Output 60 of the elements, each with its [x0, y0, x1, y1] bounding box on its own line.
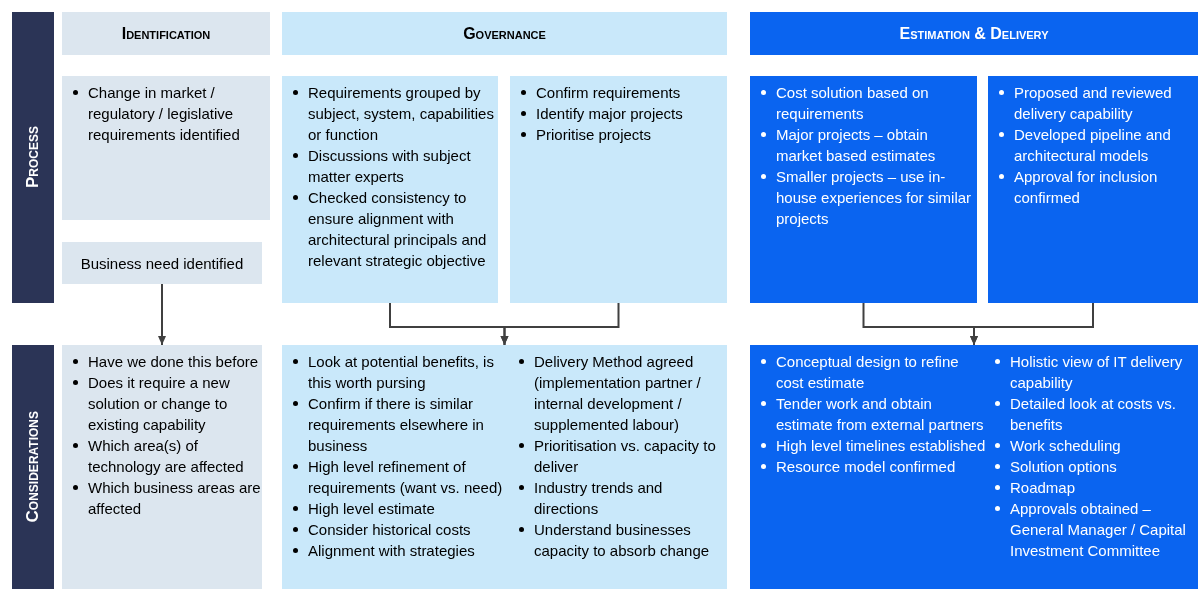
bullet-item: Prioritisation vs. capacity to deliver	[534, 437, 716, 475]
bullet-item: Delivery Method agreed (implementation partner / internal development / supplemented labour)	[534, 353, 701, 433]
bullet-item: Confirm if there is similar requirements elsewhere in business	[308, 395, 484, 454]
bullet-item: Look at potential benefits, is this worth pursing	[308, 353, 494, 391]
label-text: Business need identified	[80, 254, 244, 272]
bullet-list-box	[750, 345, 1198, 589]
bullet-list-box	[988, 76, 1198, 303]
bullet-item: Does it require a new solution or change to existing capability	[88, 374, 230, 433]
column-header	[62, 12, 270, 55]
text-box	[62, 242, 262, 284]
bullet-list-box	[510, 76, 727, 303]
column-title: Governance	[463, 24, 546, 43]
row-title: Process	[23, 126, 43, 189]
bullet-item: Have we done this before	[88, 353, 259, 370]
arrow	[500, 302, 620, 346]
column-header	[282, 12, 727, 55]
bullet-list-box	[282, 76, 498, 303]
bullet-item: Prioritise projects	[536, 126, 652, 143]
bullet-item: Cost solution based on requirements	[776, 84, 929, 122]
bullet-item: Resource model confirmed	[776, 458, 956, 475]
bullet-item: Which business areas are affected	[88, 479, 261, 517]
bullet-item: High level timelines established	[776, 437, 986, 454]
bullet-item: Discussions with subject matter experts	[308, 147, 471, 185]
bullet-item: Identify major projects	[536, 105, 683, 122]
bullet-item: Understand businesses capacity to absorb change	[534, 521, 710, 559]
bullet-item: Alignment with strategies	[308, 542, 475, 559]
bullet-item: Conceptual design to refine cost estimate	[776, 353, 959, 391]
bullet-item: Solution options	[1010, 458, 1117, 475]
bullet-item: Approvals obtained – General Manager / Capital Investment Committee	[1010, 500, 1186, 559]
bullet-item: Approval for inclusion confirmed	[1014, 168, 1158, 206]
bullet-item: Confirm requirements	[536, 84, 681, 101]
bullet-item: Which area(s) of technology are affected	[88, 437, 244, 475]
bullet-list-box	[62, 345, 262, 589]
bullet-item: Requirements grouped by subject, system, capabilities or function	[308, 84, 494, 143]
bullet-item: Developed pipeline and architectural models	[1014, 126, 1171, 164]
bullet-item: Work scheduling	[1010, 437, 1121, 454]
row-header-band	[12, 345, 54, 589]
bullet-item: Major projects – obtain market based estimates	[776, 126, 936, 164]
column-header	[750, 12, 1198, 55]
bullet-item: Holistic view of IT delivery capability	[1010, 353, 1183, 391]
bullet-item: High level refinement of requirements (want vs. need)	[308, 458, 503, 496]
bullet-list-box	[750, 76, 977, 303]
bullet-item: Smaller projects – use in-house experiences for similar projects	[776, 168, 972, 227]
bullet-item: Proposed and reviewed delivery capability	[1014, 84, 1172, 122]
bullet-item: Detailed look at costs vs. benefits	[1010, 395, 1176, 433]
bullet-item: Industry trends and directions	[534, 479, 663, 517]
arrow	[970, 302, 1094, 346]
bullet-item: Tender work and obtain estimate from external partners	[776, 395, 984, 433]
bullet-item: Roadmap	[1010, 479, 1076, 496]
bullet-item: Checked consistency to ensure alignment with architectural principals and relevant strategic objective	[308, 189, 487, 269]
bullet-item: Consider historical costs	[308, 521, 471, 538]
column-title: Estimation & Delivery	[899, 24, 1049, 43]
bullet-item: High level estimate	[308, 500, 435, 517]
bullet-item: Change in market / regulatory / legislative requirements identified	[88, 84, 240, 143]
arrow	[158, 283, 166, 346]
bullet-list-box	[282, 345, 727, 589]
row-title: Considerations	[23, 411, 43, 523]
bullet-list-box	[62, 76, 270, 220]
column-title: Identification	[121, 24, 211, 43]
row-header-band	[12, 12, 54, 303]
